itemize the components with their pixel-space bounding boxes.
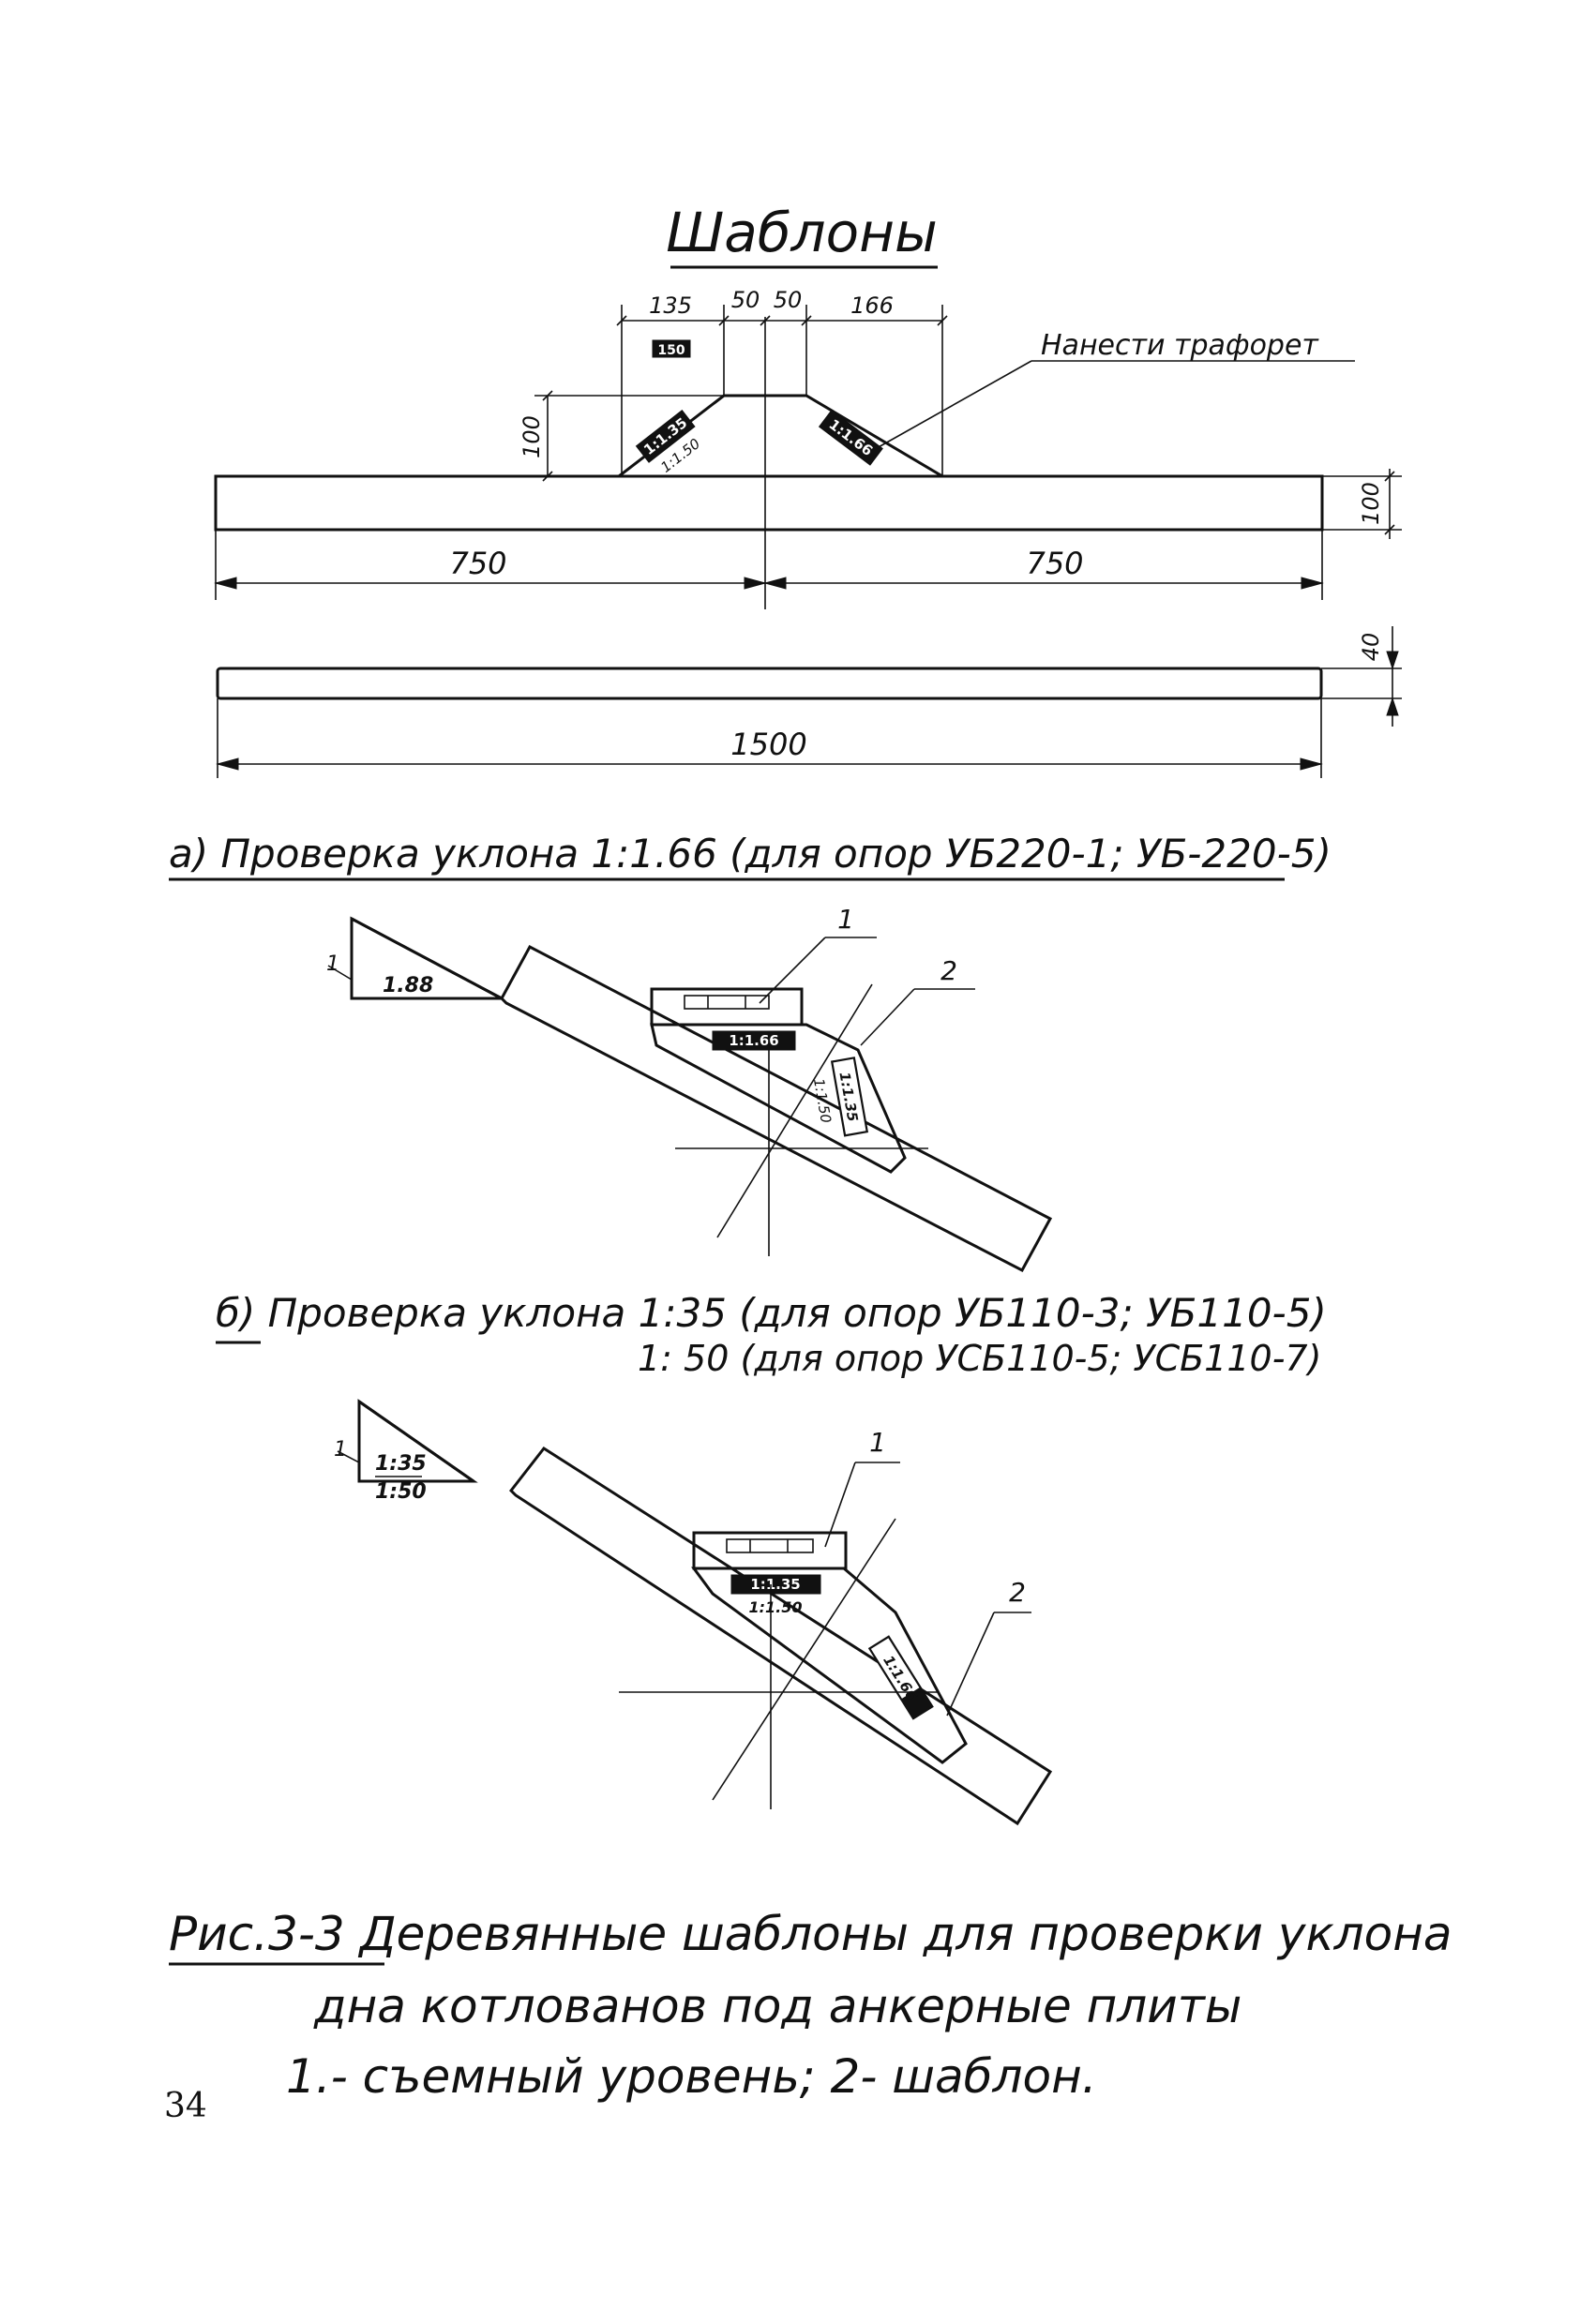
stamp-label: 150 [657,343,685,358]
bar-length: 1500 [730,727,806,762]
slope-a-mark: 1 [326,952,339,976]
stamp-box [652,339,691,358]
ground-slab-a [500,944,1053,1273]
level-device-b [692,1531,848,1570]
label-box-right [818,409,883,466]
section-b-diagram: 1 1:35 1:50 1:1.35 1:1.50 1:1.66 1 2 [334,1399,1053,1826]
dim-166: 166 [850,292,894,319]
dim-50-right: 50 [774,287,803,313]
callout-b-2: 2 [1009,1577,1026,1608]
template-b [691,1567,968,1764]
section-b-caption-1: б) Проверка уклона 1:35 (для опор УБ110-… [216,1290,1327,1336]
drawing-title: Шаблоны [666,201,938,264]
span-right: 750 [1026,546,1083,581]
callout-a-2: 2 [940,955,957,986]
section-a-diagram: 1 1.88 1:1.66 1:1.35 1:1.50 1 2 [326,904,1053,1273]
slope-b-ratio-1: 1:35 [375,1452,427,1476]
ground-slab-b [509,1446,1053,1826]
figure-caption-line3: 1.- съемный уровень; 2- шаблон. [286,2049,1097,2104]
stencil-note: Нанести трафорет [1041,329,1319,362]
template-elevation: 135 50 50 166 150 100 100 1:1.35 1:1.50 … [214,287,1402,609]
callout-a-1: 1 [837,904,854,935]
level-label-b-2: 1:1.50 [748,1598,802,1616]
label-box-left [635,409,696,463]
template-plan: 40 1500 [216,626,1402,778]
slope-b-mark: 1 [334,1438,347,1462]
level-device-a [650,987,804,1027]
dim-135: 135 [649,292,692,319]
section-a-caption: а) Проверка уклона 1:1.66 (для опор УБ22… [169,831,1332,877]
dim-50-left: 50 [731,287,760,313]
figure-caption-line1: Рис.3-3 Деревянные шаблоны для проверки … [169,1907,1452,1961]
level-label-a: 1:1.66 [729,1032,778,1049]
span-left: 750 [449,546,506,581]
dim-height-left: 100 [519,415,545,458]
level-label-box-a [712,1030,796,1051]
slope-b-ratio-2: 1:50 [375,1480,427,1504]
bar-thickness: 40 [1358,633,1384,662]
level-label-box-b [730,1574,821,1595]
page-number: 34 [164,2087,207,2125]
section-b-caption-2: 1: 50 (для опор УСБ110-5; УСБ110-7) [638,1338,1321,1379]
level-label-b-1: 1:1.35 [750,1576,800,1593]
dim-height-right: 100 [1358,482,1384,525]
callout-b-1: 1 [869,1427,886,1458]
plan-bar [216,667,1323,700]
template-label-a-2: 1:1.50 [810,1077,835,1124]
base-board [214,474,1324,532]
template-a [650,1023,907,1174]
slope-a-ratio: 1.88 [383,974,433,997]
figure-caption-line2: дна котлованов под анкерные плиты [313,1979,1241,2033]
